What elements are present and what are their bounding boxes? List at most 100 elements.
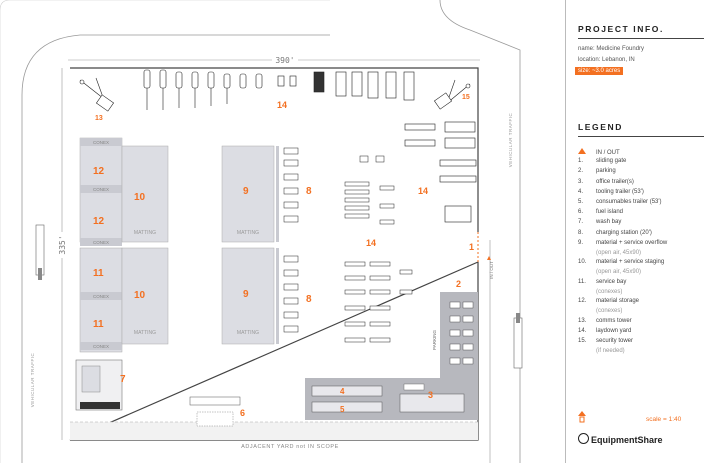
legend-item-number: 6. — [578, 209, 584, 216]
legend-item: IN / OUT — [578, 148, 620, 156]
adjacent-yard-band — [70, 422, 478, 440]
vehicular-traffic-right: VEHICULAR TRAFFIC — [508, 113, 513, 168]
project-location: location: Lebanon, IN — [578, 57, 635, 63]
conex-label: CONEX — [93, 140, 109, 145]
legend-item: 7.wash bay — [578, 219, 621, 225]
office-trailer — [399, 393, 465, 413]
adjacent-yard-label: ADJACENT YARD not IN SCOPE — [241, 444, 339, 450]
project-name: name: Medicine Foundry — [578, 46, 645, 52]
legend-item: 2. parking — [578, 168, 616, 174]
fuel-island-tank — [189, 396, 241, 406]
legend-item-number: 1. — [578, 158, 584, 165]
conex-column: CONEX CONEX CONEX CONEX CONEX — [79, 137, 123, 353]
zone-15-label: 15 — [462, 94, 470, 101]
road-edge-outer-2 — [0, 0, 330, 463]
divider — [578, 136, 704, 137]
legend-item-note: (open air, 45x90) — [596, 269, 642, 275]
legend-item-number: 8. — [578, 229, 584, 236]
legend-item-label: material storage — [596, 298, 640, 305]
legend-item: 11. service bay — [578, 279, 626, 285]
project-size: size: ~3.0 acres — [575, 67, 624, 75]
legend-item-note: (open air, 45x90) — [596, 249, 642, 256]
parking-cars — [449, 301, 474, 365]
project-info-heading: PROJECT INFO. — [578, 24, 664, 34]
divider — [578, 38, 704, 39]
fuel-island-pad — [196, 411, 234, 427]
legend-item-note: (conexes) — [596, 288, 623, 295]
legend-item: 8. charging station (20') — [578, 230, 652, 236]
legend-item-label: tooling trailer (53') — [596, 188, 644, 195]
legend-item: 13.comms tower — [578, 318, 632, 324]
legend-item-label: comms tower — [596, 317, 632, 324]
legend-item-number: 2. — [578, 168, 584, 175]
legend-item: 6. fuel island — [578, 209, 623, 215]
scale-label: scale = 1:40 — [646, 416, 682, 423]
legend-item-note: (if needed) — [596, 347, 625, 354]
zone-8-label-a: 8 — [306, 186, 312, 197]
comms-tower — [79, 77, 115, 112]
brand-name: EquipmentShare — [591, 435, 663, 445]
legend-item-number: 10. — [578, 259, 587, 266]
zone-11-label-a: 11 — [93, 268, 104, 279]
legend-item-label: service bay — [596, 278, 627, 285]
office-trailer-steps — [403, 383, 425, 391]
zone-9-label-a: 9 — [243, 186, 249, 197]
legend-heading: LEGEND — [578, 122, 624, 132]
legend-item: 10. material + service staging — [578, 259, 664, 265]
zone-14-label-right: 14 — [418, 186, 428, 196]
zone-9-upper — [221, 145, 275, 243]
legend-item-label: office trailer(s) — [596, 178, 634, 185]
zone-14-label-center: 14 — [366, 238, 376, 248]
legend-item-label: parking — [596, 168, 616, 175]
legend-item-number: 12. — [578, 298, 587, 305]
legend-item-label: material + service staging — [596, 259, 665, 266]
legend-item: 3.office trailer(s) — [578, 179, 634, 185]
zone-5-label: 5 — [340, 405, 345, 414]
legend-item-label: fuel island — [596, 209, 624, 216]
in-out-arrow-icon — [487, 256, 491, 260]
legend-item-number: 9. — [578, 239, 584, 246]
conex-label: CONEX — [93, 187, 109, 192]
charging-equipment — [283, 147, 299, 333]
wash-bay-grate — [80, 402, 120, 409]
tooling-trailer — [311, 385, 383, 397]
north-arrow-icon — [578, 410, 586, 423]
road-vehicle-left — [35, 224, 45, 276]
legend-item-number: 5. — [578, 199, 584, 205]
info-panel: PROJECT INFO. name: Medicine Foundry loc… — [565, 0, 715, 463]
legend-item-label: material + service overflow — [596, 239, 668, 246]
brand-logo: EquipmentShare — [578, 433, 663, 445]
road-vehicle-left-cab — [38, 268, 42, 280]
legend-item: 15.security tower — [578, 338, 633, 344]
road-vehicle-right — [513, 317, 523, 369]
zone-1-label: 1 — [469, 242, 474, 252]
equipment-right — [404, 121, 477, 223]
conex-label: CONEX — [93, 344, 109, 349]
security-tower — [433, 79, 471, 110]
zone-7-label: 7 — [120, 374, 126, 385]
legend-item-number: 11. — [578, 278, 586, 285]
legend-item: 5.consumables trailer (53') — [578, 199, 662, 205]
dimension-top: 390' — [275, 56, 294, 65]
zone-10-upper — [121, 145, 169, 243]
matting-label: MATTING — [134, 330, 156, 336]
road-edge-outer — [21, 34, 330, 463]
legend-item-label: security tower — [596, 338, 634, 345]
equipment-top-row — [143, 69, 415, 110]
zone-9-label-b: 9 — [243, 289, 249, 300]
legend-item: 14.laydown yard — [578, 328, 631, 334]
zone-13-label: 13 — [95, 115, 103, 122]
dimension-left: 335' — [58, 235, 67, 254]
conex-label: CONEX — [93, 240, 109, 245]
zone-9-lower — [221, 247, 275, 345]
brand-icon — [578, 433, 589, 444]
matting-label: MATTING — [237, 330, 259, 336]
zone-12-label-b: 12 — [93, 216, 105, 227]
legend-item-label: sliding gate — [596, 158, 627, 165]
legend-item-label: charging station (20') — [596, 229, 652, 236]
zone-10-label-a: 10 — [134, 192, 146, 203]
zone-14-label-top: 14 — [277, 100, 287, 110]
zone-11-label-b: 11 — [93, 319, 104, 330]
legend-item-number: 14. — [578, 328, 587, 334]
consumables-trailer — [311, 401, 383, 413]
